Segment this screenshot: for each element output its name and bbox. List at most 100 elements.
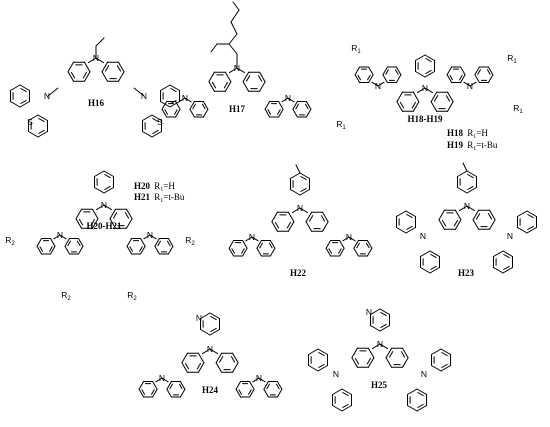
h18-cz-right-ring	[459, 74, 463, 81]
h25-core-ring	[400, 351, 406, 358]
h20-core-ring	[75, 218, 82, 229]
h18-core-ring	[447, 91, 454, 103]
h17-cz-right-ring	[292, 101, 298, 110]
h24-cz-right-ring	[276, 381, 283, 390]
h22-cz-right-ring	[325, 247, 332, 257]
h23-core-ring	[476, 213, 481, 220]
h18-cz-right-ring	[449, 74, 453, 81]
h16-ptz-ring	[38, 129, 45, 134]
h16-ptz-ring	[37, 114, 48, 121]
h23-ph	[493, 250, 504, 257]
h22-tolyl	[299, 172, 310, 179]
h22-cz-left-ring	[259, 242, 263, 249]
h18-cz-left-ring	[382, 74, 388, 83]
h23-ph	[430, 254, 437, 259]
h17-core-ring	[224, 81, 232, 92]
h24-core-ring	[196, 362, 201, 370]
h20-phenyl	[94, 187, 105, 194]
h22-cz-right-ring	[356, 242, 360, 249]
h23-tolyl	[457, 187, 468, 194]
h22-cz-right-ring	[339, 240, 345, 249]
h16-ptz-ring	[151, 131, 162, 138]
h18-cz-right-ring	[474, 66, 480, 76]
h23-ph	[405, 210, 416, 217]
h20-cz-right-ring	[140, 238, 146, 247]
h16-s-right: S	[157, 117, 163, 127]
h24-cz-right-ring	[235, 381, 242, 390]
h17-core-bond	[236, 67, 245, 74]
h24-pyridyl	[200, 312, 211, 319]
h22-cz-left-bond	[251, 236, 259, 242]
h20-cz-right-ring	[167, 240, 171, 247]
h22-tolyl	[299, 189, 310, 196]
h20-phenyl	[103, 187, 114, 194]
h16-ptz-ring	[20, 88, 27, 93]
svg-text:H20 R1=H: H20 R1=H	[134, 181, 175, 193]
h24-cz-left-ring	[152, 388, 158, 398]
h18-cz-left-ring	[395, 74, 402, 83]
h23-ph	[526, 227, 537, 234]
h24-cz-right-ring	[263, 388, 269, 398]
h23-ph	[396, 210, 407, 217]
h20-n: N	[101, 200, 107, 210]
h17-core-ring	[208, 71, 215, 83]
legend-h21-eq: =t-Bu	[163, 192, 185, 202]
h18-cz-left-bond	[377, 81, 385, 87]
h22-cz-left-ring	[256, 240, 262, 249]
h24-pyridyl	[209, 329, 220, 336]
h18-n-left: N	[375, 81, 381, 91]
h20-cz-left-ring	[50, 245, 56, 255]
h20-cz-right-ring	[167, 238, 174, 247]
h16-core-bond	[95, 57, 104, 64]
h24-core-bond	[209, 348, 218, 355]
h17-cz-left-bond	[184, 97, 192, 103]
h16-core-bond	[88, 57, 97, 64]
h16-core-ring	[70, 71, 76, 79]
h23-core-ring	[453, 219, 458, 227]
h24-cz-right-ring	[249, 381, 255, 390]
h23-core-ring	[454, 219, 462, 230]
h23-tolyl	[466, 170, 477, 177]
h24-n-left: N	[159, 373, 165, 383]
h22-methyl	[295, 164, 301, 174]
h25-py-n: N	[366, 307, 372, 317]
h18-cz-right-ring	[487, 66, 494, 76]
h23-ph	[420, 267, 431, 274]
h17-cz-right-ring	[305, 103, 309, 110]
h18-cz-right-ring	[446, 74, 453, 83]
h20-cz-right-ring	[167, 245, 174, 255]
h18-core-ring	[396, 91, 403, 103]
h20-r2-b: R2	[61, 290, 71, 302]
legend-h18-sub-index: 1	[473, 134, 476, 140]
h16-ptz-ring	[152, 118, 159, 123]
h20-cz-left-ring	[36, 238, 42, 247]
h20-phenyl	[104, 185, 111, 190]
h25-ph	[431, 348, 442, 355]
h16-ptz-ring	[19, 84, 30, 91]
h23-ph	[406, 214, 413, 219]
h24-pyridyl	[209, 312, 220, 319]
h23-ph	[429, 250, 440, 257]
h18-core-ring	[412, 101, 420, 112]
legend-h18-eq: =H	[476, 128, 488, 138]
h17-cz-left-ring	[175, 101, 181, 110]
h23-core-ring	[487, 213, 493, 220]
h17-n-left: N	[182, 93, 188, 103]
h17-cz-left-ring	[174, 109, 178, 115]
h17-cz-left-ring	[202, 101, 209, 110]
h17-core-ring	[223, 81, 228, 89]
h22-core-ring	[305, 221, 313, 232]
h18-cz-left-ring	[385, 69, 389, 75]
legend-h21-id: H21	[134, 192, 151, 202]
legend-h21-sub-index: 1	[160, 198, 163, 204]
h17-cz-right-ring	[305, 101, 312, 110]
h25-pyridyl	[370, 308, 381, 315]
h16-ptz-ring	[20, 99, 27, 104]
h18-core-ring	[434, 95, 439, 102]
h25-core-ring	[385, 357, 393, 368]
h16-core-ring	[118, 61, 125, 73]
h23-ph	[430, 265, 437, 270]
h20-cz-right-ring	[157, 240, 161, 247]
h17-n-right: N	[285, 93, 291, 103]
